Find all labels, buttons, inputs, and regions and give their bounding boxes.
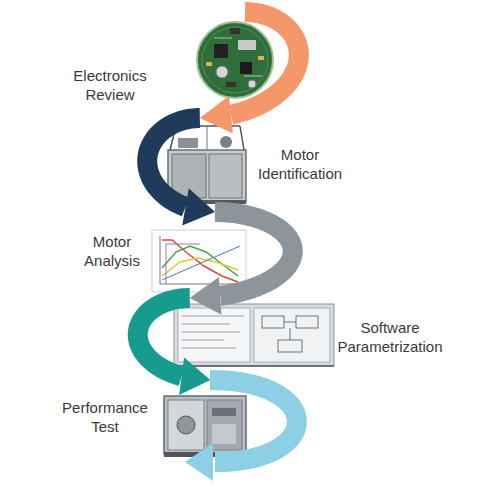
closing-arrow (185, 380, 297, 481)
software-screen-illustration-part (174, 365, 334, 367)
software-screen-illustration-part (284, 322, 296, 323)
pcb-illustration-part (226, 82, 236, 87)
flow-arrow-body (231, 12, 299, 115)
software-screen-illustration-part (278, 340, 302, 352)
motor-bench-illustration-part (207, 126, 208, 150)
analysis-chart-illustration (152, 230, 246, 292)
arrow-head (182, 188, 215, 225)
closing-arrow-part (210, 380, 297, 462)
pcb-illustration-part (197, 22, 273, 98)
software-screen-illustration-part (262, 316, 284, 328)
pcb-illustration-part (244, 76, 262, 77)
motor-bench-illustration-part (178, 138, 198, 148)
software-screen-illustration-part (182, 316, 244, 317)
motor-bench-illustration-part (220, 136, 232, 148)
analysis-chart-illustration-part (160, 284, 240, 285)
motor-bench-illustration-part (176, 125, 240, 127)
performance-bench-illustration-part (212, 424, 236, 444)
software-screen-illustration-part (174, 304, 334, 366)
pcb-illustration-part (238, 40, 256, 50)
flow-arrow (200, 12, 299, 134)
process-step: Software Parametrization (170, 298, 335, 372)
software-screen-illustration-part (182, 324, 230, 325)
analysis-chart-illustration-part (166, 244, 200, 284)
analysis-chart-illustration-part (152, 230, 246, 292)
motor-bench-illustration-part (209, 154, 242, 198)
pcb-illustration-part (202, 27, 268, 93)
performance-bench-illustration (164, 396, 246, 457)
software-screen-illustration-part (182, 348, 236, 349)
flow-arrow (138, 298, 211, 395)
pcb-illustration-part (258, 56, 264, 60)
process-step: Motor Identification (165, 118, 250, 205)
flow-arrow (190, 212, 293, 315)
motor-bench-illustration (168, 126, 246, 204)
step-label: Motor Identification (245, 145, 355, 183)
arrow-head (179, 357, 210, 395)
pcb-illustration-part (206, 62, 212, 66)
pcb-illustration-part (214, 38, 232, 39)
performance-bench-illustration-part (164, 396, 246, 454)
software-screen-illustration-part (296, 316, 318, 328)
process-step: Motor Analysis (150, 212, 250, 292)
software-screen-illustration (174, 304, 334, 366)
pcb-illustration-part (216, 66, 228, 78)
step-label: Motor Analysis (72, 232, 152, 270)
pcb-illustration-part (230, 28, 240, 34)
motor-bench-illustration-part (240, 126, 244, 150)
analysis-chart-illustration-part (162, 240, 238, 282)
arrow-head (190, 277, 222, 315)
software-screen-illustration-part (290, 328, 291, 340)
performance-bench-illustration-part (212, 408, 236, 416)
software-screen-illustration-part (254, 308, 330, 362)
step-label: Performance Test (55, 398, 155, 436)
flow-arrow-body (215, 212, 293, 296)
software-screen-illustration-part (182, 332, 240, 333)
pcb-illustration-part (240, 62, 252, 74)
step-label: Software Parametrization (335, 318, 445, 356)
flow-arrow-body (147, 118, 200, 207)
performance-bench-illustration-part (207, 400, 242, 450)
software-screen-illustration-part (182, 340, 224, 341)
analysis-chart-illustration-part (162, 246, 238, 276)
pcb-illustration (197, 22, 273, 98)
flow-arrow-body (138, 298, 190, 376)
pcb-illustration-part (248, 80, 256, 88)
performance-bench-illustration-part (177, 416, 195, 434)
motor-bench-illustration-part (168, 150, 246, 202)
process-step: Electronics Review (195, 12, 285, 100)
analysis-chart-illustration-part (160, 236, 161, 284)
process-step: Performance Test (160, 380, 250, 458)
motor-bench-illustration-part (170, 126, 176, 150)
motor-bench-illustration-part (172, 154, 206, 198)
step-label: Electronics Review (65, 66, 155, 104)
motor-bench-illustration-part (168, 200, 246, 204)
closing-arrow-part (185, 443, 213, 481)
analysis-chart-illustration-part (162, 246, 240, 280)
arrow-head (200, 96, 233, 134)
pcb-illustration-part (214, 44, 228, 58)
flow-arrow (147, 118, 215, 226)
software-screen-illustration-part (178, 308, 250, 362)
performance-bench-illustration-part (168, 400, 204, 450)
analysis-chart-illustration-part (162, 258, 238, 276)
